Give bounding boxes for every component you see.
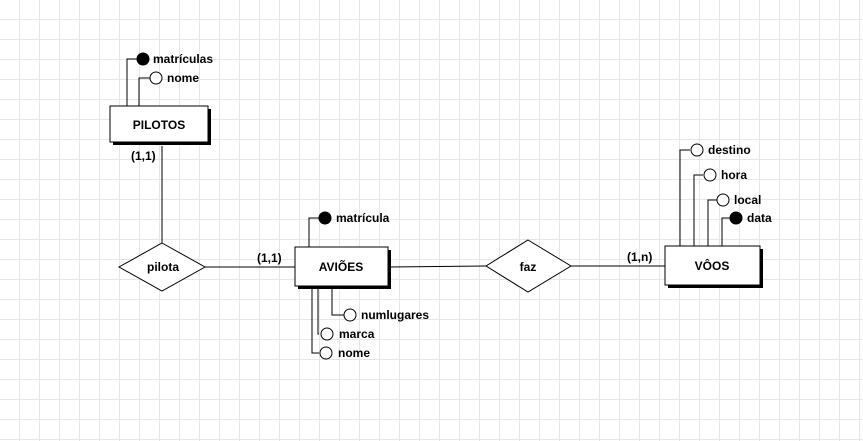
entity-avioes[interactable]: AVIÕES [294, 246, 391, 289]
stem-avioes-nome [311, 287, 319, 354]
stem-pilotos-matriculas [126, 58, 137, 106]
stem-voos-local [707, 199, 717, 246]
attribute-label: destino [708, 143, 751, 157]
relationship-pilota[interactable]: pilota [117, 242, 207, 292]
attribute-icon [319, 346, 333, 360]
relationship-faz-label: faz [520, 260, 537, 274]
attribute-pilotos-matriculas[interactable]: matrículas [136, 52, 213, 66]
attribute-avioes-matricula[interactable]: matrícula [318, 211, 390, 225]
key-attribute-icon [318, 211, 332, 225]
attribute-label: local [734, 193, 761, 207]
entity-voos[interactable]: VÔOS [664, 245, 763, 288]
attribute-label: nome [338, 346, 370, 360]
cardinality-avioes-pilota: (1,1) [257, 251, 282, 265]
key-attribute-icon [729, 211, 743, 225]
attribute-voos-data[interactable]: data [729, 211, 772, 225]
cardinality-pilotos-pilota: (1,1) [131, 149, 156, 163]
entity-voos-label: VÔOS [695, 258, 730, 273]
cardinality-voos-faz: (1,n) [627, 250, 652, 264]
stem-avioes-marca [317, 287, 319, 335]
attribute-voos-destino[interactable]: destino [690, 143, 751, 157]
connector-lines [126, 58, 730, 354]
attribute-label: data [747, 211, 772, 225]
attribute-pilotos-nome[interactable]: nome [149, 71, 199, 85]
entity-avioes-label: AVIÕES [319, 259, 363, 274]
attribute-icon [690, 143, 704, 157]
stem-voos-hora [693, 174, 703, 246]
attribute-icon [343, 308, 357, 322]
key-attribute-icon [136, 52, 150, 66]
attribute-voos-hora[interactable]: hora [703, 168, 747, 182]
link-avioes-faz [388, 265, 487, 268]
attribute-avioes-nome[interactable]: nome [319, 346, 370, 360]
attribute-label: hora [721, 168, 747, 182]
stem-pilotos-nome [138, 77, 150, 106]
relationship-faz[interactable]: faz [485, 239, 572, 293]
attribute-label: matrículas [153, 52, 213, 66]
entity-pilotos[interactable]: PILOTOS [109, 105, 211, 145]
attribute-avioes-numlugares[interactable]: numlugares [343, 308, 429, 322]
attribute-label: marca [339, 327, 375, 341]
stem-voos-data [721, 217, 730, 246]
attribute-label: matrícula [336, 211, 390, 225]
stem-voos-destino [679, 149, 690, 246]
attribute-icon [703, 168, 717, 182]
attribute-icon [320, 327, 334, 341]
stem-avioes-numlugares [331, 287, 344, 316]
attribute-avioes-marca[interactable]: marca [320, 327, 375, 341]
attribute-voos-local[interactable]: local [716, 193, 761, 207]
relationship-pilota-label: pilota [147, 260, 179, 274]
stem-avioes-matricula [308, 217, 319, 247]
attribute-label: nome [167, 71, 199, 85]
attribute-icon [149, 71, 163, 85]
attribute-icon [716, 193, 730, 207]
entity-pilotos-label: PILOTOS [133, 118, 185, 132]
attribute-label: numlugares [361, 308, 429, 322]
